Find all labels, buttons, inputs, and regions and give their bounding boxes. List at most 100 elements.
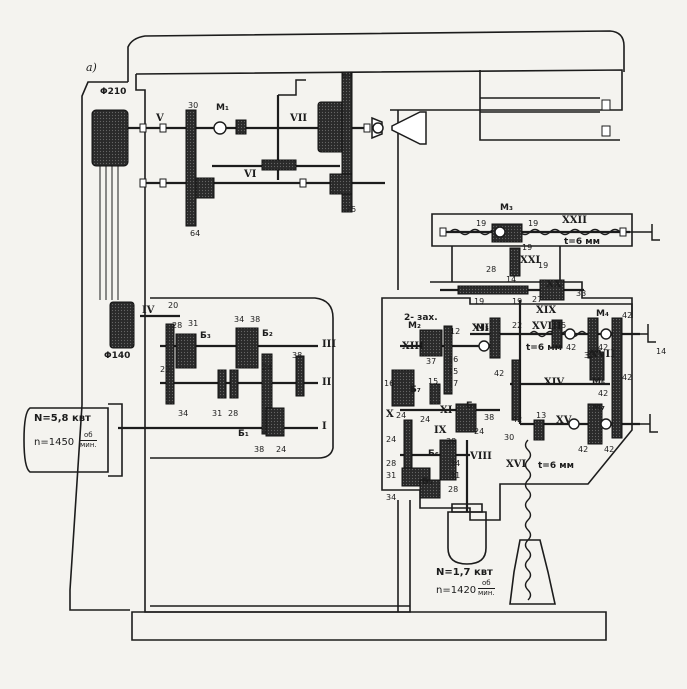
gear-label-28b: 28 [228, 409, 239, 418]
gear-label-34d: 34 [386, 493, 397, 502]
clutch-label-m3: М₃ [500, 203, 513, 213]
shaft-label-11: XI [440, 405, 453, 416]
handwheel-vertical [632, 414, 658, 433]
gear-label-16: 16 [384, 379, 395, 388]
shaft-label-20: XX [546, 279, 562, 290]
gear-label-64: 64 [190, 229, 201, 238]
gear-label-42i: 42 [598, 389, 609, 398]
feed-motor-top [451, 503, 483, 513]
gear-label-42g: 42 [578, 445, 589, 454]
shaft-label-6: VI [244, 169, 257, 180]
main-motor-unit: об мин. [80, 432, 97, 449]
gear-label-31d: 31 [386, 471, 397, 480]
gear-label-34b: 34 [178, 409, 189, 418]
clutch-label-m4: М₄ [596, 309, 609, 319]
machine-column-left [69, 81, 130, 611]
gear-label-37b: 37 [448, 379, 459, 388]
gear-label-24e: 24 [474, 427, 485, 436]
pulley-210 [91, 109, 129, 167]
clutch-label-m5: М₅ [476, 323, 489, 333]
shaft-label-15: XV [556, 415, 572, 426]
belt-left [99, 160, 119, 300]
column-inner-left [135, 74, 411, 613]
gear-label-42f: 42 [622, 373, 633, 382]
elevating-screw-pedestal [509, 539, 556, 605]
gear-label-12: 12 [450, 327, 461, 336]
shaft-label-19: XIX [536, 305, 557, 316]
gear-vi-center [261, 159, 297, 171]
block-label-b3: Б₃ [200, 331, 211, 341]
overarm-ram [479, 70, 620, 141]
machine-frame-outline [127, 30, 625, 82]
gear-31-34 [419, 479, 441, 499]
gear-label-14b: 14 [656, 347, 667, 356]
gear-label-31b: 31 [212, 409, 223, 418]
gear-label-27: 27 [532, 295, 543, 304]
shaft-label-10: X [386, 409, 394, 420]
block-label-b2: Б₂ [262, 329, 273, 339]
block-label-b7: Б₇ [410, 385, 421, 395]
pitch-label-longitudinal: t=6 мм [564, 237, 600, 247]
lower-gearbox-housing [150, 297, 334, 459]
figure-label: a) [86, 61, 97, 74]
gear-label-69: 69 [342, 71, 353, 80]
block-b4 [455, 403, 477, 433]
block-b6 [439, 439, 457, 481]
gear-label-15: 15 [448, 367, 459, 376]
gear-label-20b: 20 [160, 365, 171, 374]
bearings [139, 99, 627, 237]
gear-label-24f: 24 [386, 435, 397, 444]
gear-xx-shaft [457, 285, 529, 295]
gear-35 [551, 319, 563, 349]
shaft-label-2: II [322, 377, 332, 388]
gear-label-15b: 15 [428, 377, 439, 386]
gear-label-20a: 20 [168, 301, 179, 310]
gear-label-19b: 19 [528, 219, 539, 228]
block-b1 [265, 407, 285, 437]
block-label-b1: Б₁ [238, 429, 249, 439]
feed-motor-unit-den: мин. [478, 589, 495, 597]
gear-label-36: 36 [448, 355, 459, 364]
gear-label-28d: 28 [386, 459, 397, 468]
gear-31 [217, 369, 227, 399]
coupling [372, 122, 384, 134]
gear-label-38b: 38 [292, 351, 303, 360]
shaft-label-5: V [156, 113, 164, 124]
shaft-label-17: XVII [590, 349, 615, 360]
shaft-label-7: VII [290, 113, 308, 124]
clutch-glyphs [213, 121, 612, 430]
gear-label-42a: 42 [494, 369, 505, 378]
gear-label-19c: 19 [522, 243, 533, 252]
gear-13 [533, 419, 545, 441]
block-b3 [175, 333, 197, 369]
pulley-upper-label: Φ210 [100, 87, 127, 97]
gear-label-24b: 24 [276, 445, 287, 454]
spindle-assembly [371, 111, 427, 145]
gear-label-30b: 30 [584, 351, 595, 360]
gear-label-25: 25 [346, 205, 357, 214]
block-b2 [235, 327, 259, 369]
shaft-label-1: I [322, 421, 327, 432]
pitch-label-cross: t=6 мм [526, 343, 562, 353]
block-label-b4: Б₄ [466, 401, 477, 411]
gear-69-shaft [341, 71, 353, 213]
feed-motor-speed: n=1420 [436, 585, 477, 596]
shaft-label-9: IX [434, 425, 447, 436]
gear-label-28c: 28 [448, 485, 459, 494]
gear-label-30: 30 [188, 101, 199, 110]
saddle-side [451, 246, 561, 282]
gear-28-34 [165, 323, 175, 405]
main-motor-flange [108, 403, 123, 477]
main-motor-unit-num: об [80, 432, 97, 441]
gear-label-38d: 38 [484, 413, 495, 422]
handwheels [278, 79, 660, 433]
overarm [135, 69, 623, 111]
gear-label-22: 22 [512, 321, 523, 330]
clutch-label-m1: М₁ [216, 103, 229, 113]
block-m6 [589, 351, 605, 381]
gear-label-19e: 19 [474, 297, 485, 306]
gear-label-30c: 30 [504, 433, 515, 442]
shaft-label-18: XVIII [532, 321, 562, 332]
